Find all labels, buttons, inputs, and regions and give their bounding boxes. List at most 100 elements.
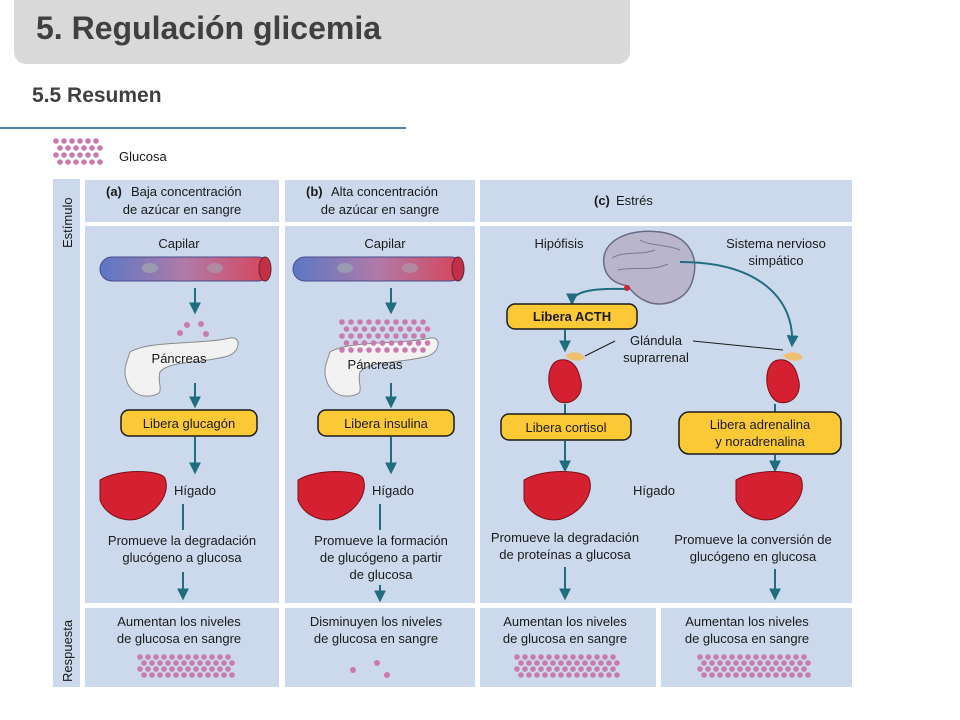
glucose-dot bbox=[53, 152, 59, 158]
response-panel-b bbox=[285, 608, 475, 687]
glucose-dot bbox=[717, 660, 723, 666]
acth-box: Libera ACTH bbox=[506, 303, 638, 330]
effect-a-line2: glucógeno a glucosa bbox=[122, 550, 242, 565]
header-a-line1: (a) bbox=[106, 184, 122, 199]
glucose-dot bbox=[339, 333, 345, 339]
glucose-dot bbox=[161, 654, 167, 660]
glucose-dot bbox=[153, 654, 159, 660]
glucose-dot bbox=[574, 660, 580, 666]
liver-label-c: Hígado bbox=[633, 483, 675, 498]
response-c-left-line1: Aumentan los niveles bbox=[503, 614, 627, 629]
header-panel-a bbox=[85, 180, 279, 222]
header-panel-c bbox=[480, 180, 852, 222]
glucose-dot bbox=[57, 159, 63, 165]
glucose-dot bbox=[709, 672, 715, 678]
glucose-dot bbox=[169, 666, 175, 672]
glucose-dot bbox=[753, 654, 759, 660]
glucose-dot bbox=[197, 660, 203, 666]
glucose-dots-response-b bbox=[350, 660, 390, 678]
glucose-dot bbox=[343, 340, 350, 346]
glucose-dot bbox=[209, 666, 215, 672]
glucose-dot bbox=[348, 319, 354, 325]
glucose-dot bbox=[777, 666, 783, 672]
header-panel-b bbox=[285, 180, 475, 222]
glucose-dot bbox=[81, 159, 87, 165]
glucose-dot bbox=[518, 660, 524, 666]
capillary-label-a: Capilar bbox=[158, 236, 200, 251]
glucose-dot bbox=[161, 666, 167, 672]
row-label-stimulus: Estímulo bbox=[60, 197, 75, 248]
glucose-dot bbox=[357, 319, 363, 325]
glucose-dot bbox=[370, 340, 377, 346]
arrow-c-nervous bbox=[679, 261, 799, 348]
brain-illustration bbox=[603, 230, 696, 305]
glucose-dot bbox=[805, 660, 811, 666]
glucose-dot bbox=[606, 660, 612, 666]
liver-label-b: Hígado bbox=[372, 483, 414, 498]
glucose-dot bbox=[177, 666, 183, 672]
glucose-dots-response-a bbox=[137, 654, 235, 678]
glucose-dot bbox=[530, 654, 536, 660]
pancreas-illustration-a bbox=[124, 337, 239, 397]
glucose-dot bbox=[749, 660, 755, 666]
effect-c-left-line2: de proteínas a glucosa bbox=[499, 547, 631, 562]
liver-illustration-c-left bbox=[523, 471, 591, 521]
glucose-dot bbox=[366, 333, 372, 339]
response-c-left-line2: de glucosa en sangre bbox=[503, 631, 627, 646]
glucose-dot bbox=[370, 326, 377, 332]
glucose-dot bbox=[411, 319, 417, 325]
pancreas-label-b: Páncreas bbox=[348, 357, 403, 372]
glucose-dot bbox=[701, 672, 707, 678]
glucose-dot bbox=[701, 660, 707, 666]
glucose-dot bbox=[781, 672, 787, 678]
glucose-dot bbox=[554, 666, 560, 672]
glucose-dot bbox=[566, 660, 572, 666]
glucose-dot bbox=[384, 333, 390, 339]
glucose-dot bbox=[749, 672, 755, 678]
row-label-response: Respuesta bbox=[60, 619, 75, 682]
glucose-dot bbox=[725, 672, 731, 678]
glucose-dot bbox=[534, 660, 540, 666]
glucose-dot bbox=[61, 138, 67, 144]
glucagon-box: Libera glucagón bbox=[120, 409, 258, 437]
header-b-text1: Alta concentración bbox=[331, 184, 438, 199]
effect-b-line3: de glucosa bbox=[350, 567, 414, 582]
row-label-strip bbox=[53, 179, 80, 687]
liver-illustration-c-right bbox=[735, 471, 803, 521]
glucose-dot bbox=[393, 333, 399, 339]
glucose-dot bbox=[709, 660, 715, 666]
adrenal-label-line1: Glándula bbox=[630, 333, 683, 348]
glucose-dot bbox=[357, 333, 363, 339]
glucose-dot bbox=[73, 145, 79, 151]
adrenaline-box: Libera adrenalina y noradrenalina bbox=[678, 411, 842, 455]
glucose-dot bbox=[205, 660, 211, 666]
glucose-dot bbox=[53, 138, 59, 144]
header-b-line2: de azúcar en sangre bbox=[321, 202, 440, 217]
glucose-dot bbox=[61, 152, 67, 158]
capillary-illustration-b bbox=[292, 256, 465, 282]
glucose-dots-b-top bbox=[339, 319, 431, 353]
glucose-dot bbox=[149, 672, 155, 678]
glucose-dot bbox=[610, 654, 616, 660]
glucose-dot bbox=[538, 666, 544, 672]
glucose-dot bbox=[137, 654, 143, 660]
cortisol-box: Libera cortisol bbox=[500, 413, 632, 441]
glucose-dot bbox=[384, 319, 390, 325]
glucose-dot bbox=[193, 666, 199, 672]
glucose-dot bbox=[420, 319, 426, 325]
glucose-dot bbox=[57, 145, 63, 151]
glucose-dot bbox=[411, 347, 417, 353]
glucose-dot bbox=[221, 660, 227, 666]
glucose-dot bbox=[773, 660, 779, 666]
adrenal-kidney-left bbox=[548, 352, 585, 404]
glucose-dot bbox=[598, 672, 604, 678]
adrenaline-label-line1: Libera adrenalina bbox=[710, 417, 811, 432]
glucose-dot bbox=[785, 666, 791, 672]
glucose-dot bbox=[97, 159, 103, 165]
glucose-dot bbox=[610, 666, 616, 672]
glucose-dot bbox=[777, 654, 783, 660]
glucose-dot bbox=[590, 672, 596, 678]
glucose-dot bbox=[558, 672, 564, 678]
glucose-dot bbox=[570, 654, 576, 660]
